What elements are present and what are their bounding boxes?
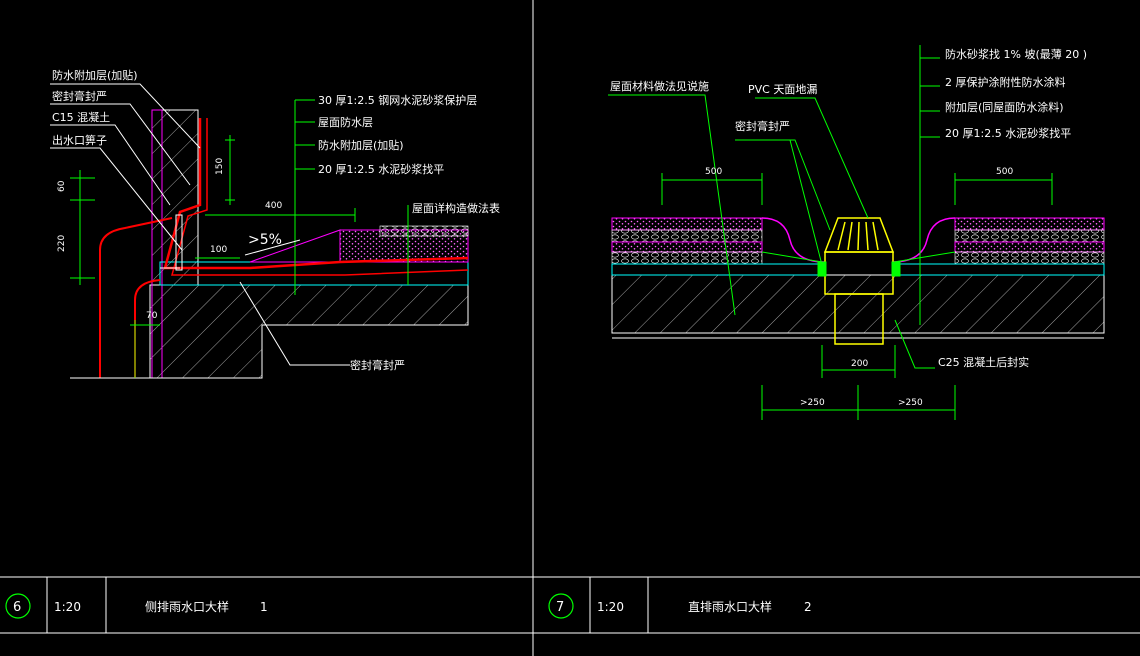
d7-label-6: 20 厚1:2.5 水泥砂浆找平 [945,126,1071,140]
d6-label-0: 防水附加层(加贴) [52,68,138,82]
d7-dim-2: 200 [851,359,868,369]
detail-7-section: 屋面材料做法见说施 PVC 天面地漏 密封膏封严 防水砂浆找 1% 坡(最薄 2… [608,45,1105,420]
d6-dim-2: 150 [215,158,225,175]
concrete-slab [611,274,1105,334]
d7-label-3: 防水砂浆找 1% 坡(最薄 20 ) [945,47,1087,61]
d6-label-5: 屋面防水层 [318,115,373,129]
d6-dim-0: 60 [57,180,67,192]
d6-dim-4: 100 [210,245,227,255]
concrete-slab [149,284,469,379]
d6-label-4: 30 厚1:2.5 钢网水泥砂浆保护层 [318,93,477,107]
d7-label-1: PVC 天面地漏 [748,83,817,96]
d6-dim-3: 400 [265,201,282,211]
d6-label-6: 防水附加层(加贴) [318,138,404,152]
d6-dim-5: 70 [146,311,158,321]
d6-label-1: 密封膏封严 [52,89,107,103]
scale-label: 1:20 [54,600,81,614]
detail-number-circle [548,593,574,619]
d7-label-2: 密封膏封严 [735,119,790,133]
d6-label-7: 20 厚1:2.5 水泥砂浆找平 [318,162,444,176]
d6-label-2: C15 混凝土 [52,110,110,124]
d7-dim-3: >250 [800,398,825,408]
d6-dim-1: 220 [57,235,67,252]
parapet-wall [151,109,199,286]
d7-label-4: 2 厚保护涂附性防水涂料 [945,75,1066,89]
sheet-index: 2 [804,600,812,614]
detail-title: 直排雨水口大样 [688,599,772,614]
detail-6-section: 防水附加层(加贴) 密封膏封严 C15 混凝土 出水口箅子 30 厚1:2.5 … [50,68,500,379]
detail-number-circle [5,593,31,619]
scale-label: 1:20 [597,600,624,614]
d7-dim-0: 500 [705,167,722,177]
detail-number: 6 [13,600,21,615]
d6-label-3: 出水口箅子 [52,133,107,147]
screed-layer [159,261,469,286]
d7-label-5: 附加层(同屋面防水涂料) [945,100,1064,114]
d6-label-8: 屋面详构造做法表 [412,201,500,215]
d7-dim-1: 500 [996,167,1013,177]
d7-dim-4: >250 [898,398,923,408]
drain-outlet-pipe [99,217,173,378]
sheet-index: 1 [260,600,268,614]
d7-label-0: 屋面材料做法见说施 [610,79,709,93]
d7-label-7: C25 混凝土后封实 [938,355,1029,369]
detail-title: 侧排雨水口大样 [145,599,229,614]
d6-slope: >5% [248,232,282,248]
title-block-6: 6 1:20 侧排雨水口大样 1 [5,593,268,619]
d6-label-9: 密封膏封严 [350,358,405,372]
detail-number: 7 [556,600,564,615]
title-block-7: 7 1:20 直排雨水口大样 2 [548,593,812,619]
